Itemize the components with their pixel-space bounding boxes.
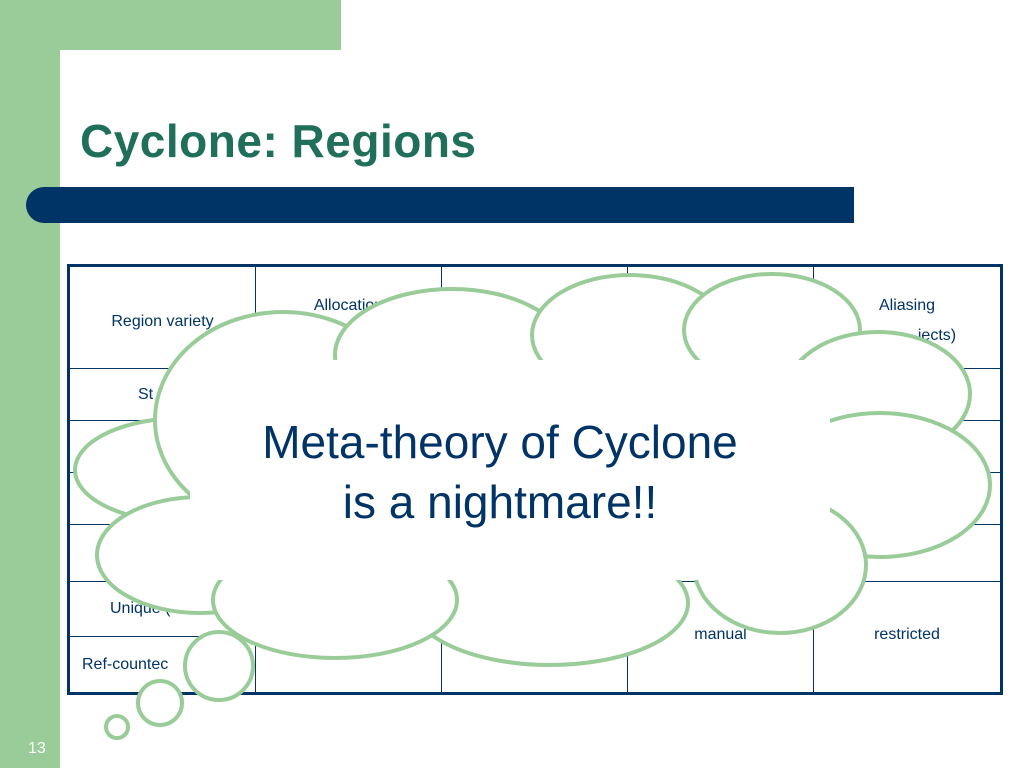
header-aliasing-label: Aliasing <box>878 297 936 314</box>
thought-bubble-medium <box>136 679 184 727</box>
refcounted-label-text: Ref-countec <box>82 655 169 673</box>
cloud-line-1: Meta-theory of Cyclone <box>262 416 738 468</box>
slide-title: Cyclone: Regions <box>80 115 477 167</box>
title-underline-bar <box>26 187 854 223</box>
thought-bubble-small <box>104 714 130 740</box>
cloud-text: Meta-theory of Cyclone is a nightmare!! <box>200 412 800 532</box>
thought-bubble-large <box>183 630 255 702</box>
top-green-band <box>0 0 341 50</box>
stack-label-text: St <box>138 385 154 403</box>
slide-number: 13 <box>28 740 46 757</box>
left-green-band <box>0 0 60 768</box>
cloud-line-2: is a nightmare!! <box>342 476 658 528</box>
